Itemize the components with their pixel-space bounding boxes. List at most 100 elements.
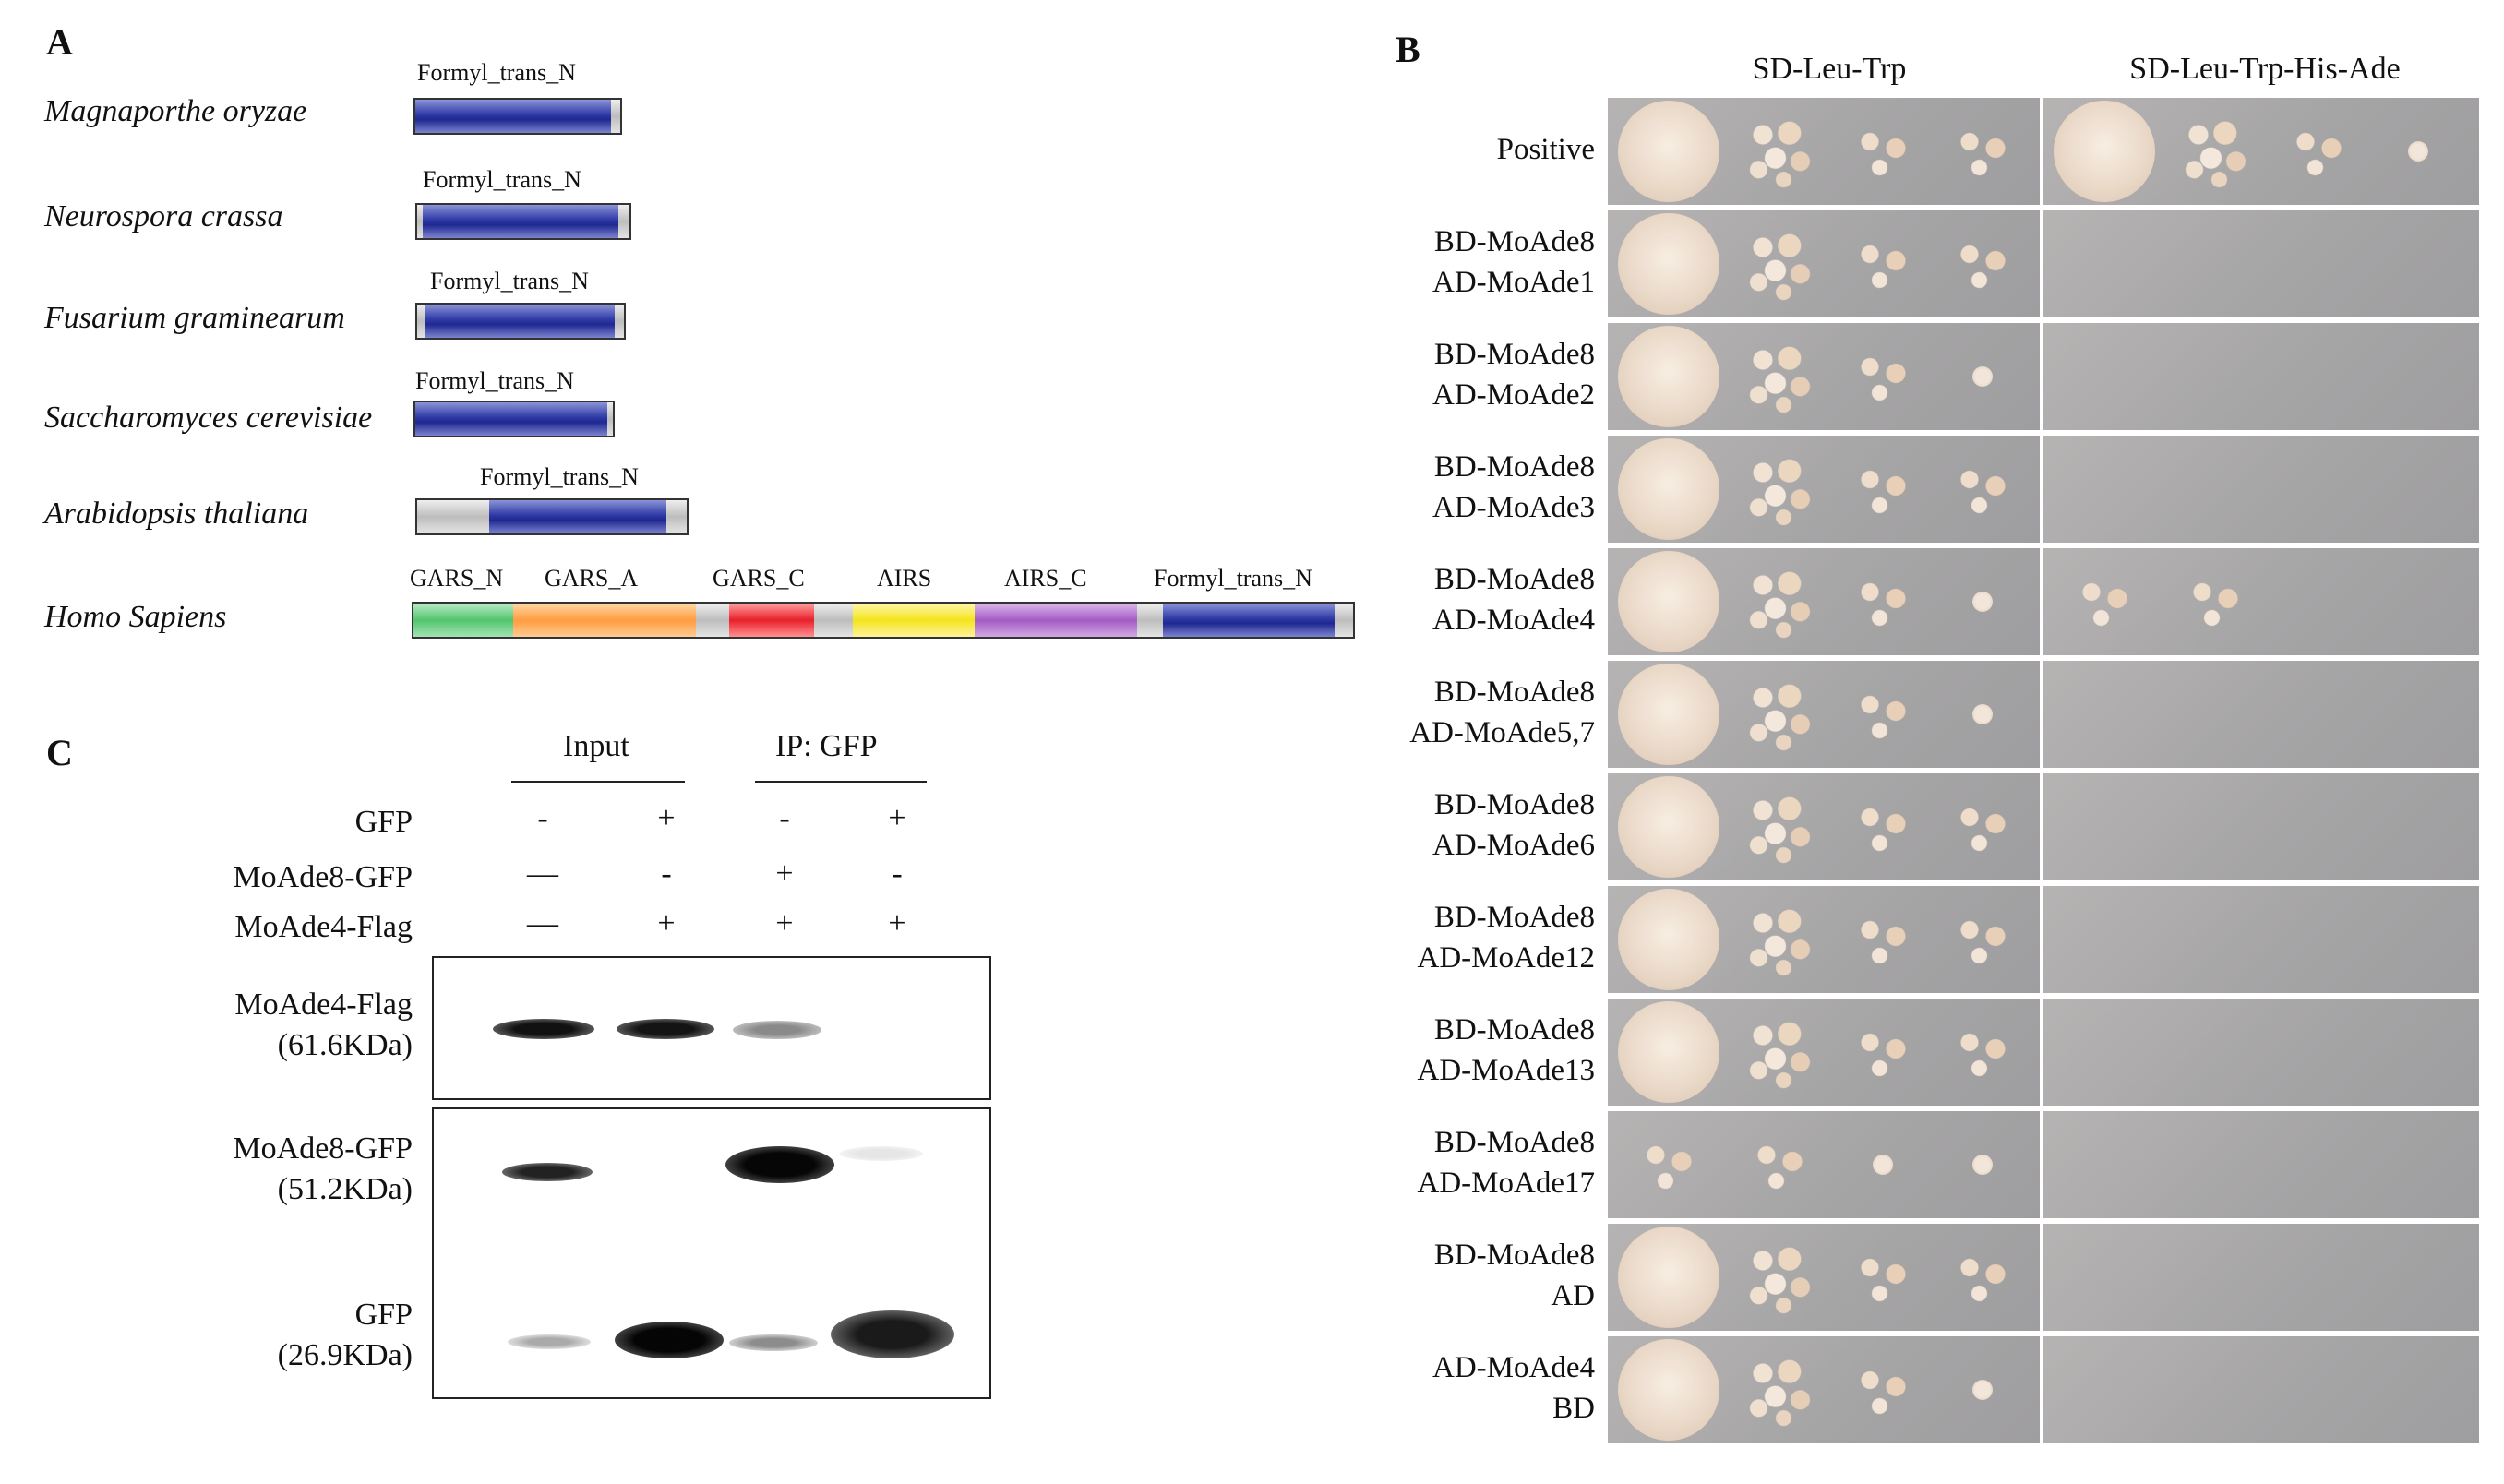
yeast-colony <box>1747 1132 1812 1197</box>
plate-sd-leu-trp <box>1608 323 2040 430</box>
yeast-colony <box>1618 776 1719 878</box>
protein-bar-arabidopsis <box>415 498 689 535</box>
plate-sd-leu-trp <box>1608 1111 2040 1218</box>
yeast-colony <box>1636 1132 1701 1197</box>
yeast-colony <box>1950 119 2015 184</box>
species-name: Neurospora crassa <box>44 199 283 233</box>
yeast-colony <box>1618 101 1719 202</box>
sign: + <box>888 801 906 835</box>
group-underline-ip-gfp <box>755 781 927 783</box>
sign: - <box>892 856 903 891</box>
blot-label-gfp: GFP <box>354 1298 413 1332</box>
yeast-colony <box>1618 213 1719 315</box>
linker-segment <box>1137 604 1163 637</box>
strain-label-line2: AD <box>1551 1279 1595 1312</box>
strain-label-line1: BD-MoAde8 <box>1433 338 1595 371</box>
strain-label-line1: BD-MoAde8 <box>1433 676 1595 709</box>
domain-label: Formyl_trans_N <box>480 463 639 490</box>
linker-segment <box>696 604 729 637</box>
plate-sd-leu-trp-his-ade <box>2043 548 2479 655</box>
strain-label-line1: BD-MoAde8 <box>1433 1239 1595 1272</box>
yeast-colony <box>1972 1380 1993 1400</box>
yeast-colony <box>1972 366 1993 387</box>
plate-sd-leu-trp <box>1608 436 2040 543</box>
yeast-colony <box>1851 232 1915 296</box>
domain-gars-n <box>413 604 513 637</box>
plate-sd-leu-trp <box>1608 999 2040 1106</box>
yeast-colony <box>2286 119 2351 184</box>
yeast-colony <box>1618 889 1719 990</box>
domain-label-gars-n: GARS_N <box>410 565 504 592</box>
yeast-colony <box>1851 795 1915 859</box>
yeast-colony <box>1618 551 1719 652</box>
linker-segment <box>417 305 425 338</box>
sign: + <box>657 801 676 835</box>
linker-segment <box>611 100 620 133</box>
plate-sd-leu-trp-his-ade <box>2043 210 2479 317</box>
sign: - <box>537 801 548 835</box>
yeast-colony <box>1738 560 1821 643</box>
yeast-colony <box>1950 795 2015 859</box>
blot-label-moade4-flag: MoAde4-Flag <box>234 987 413 1022</box>
plate-sd-leu-trp <box>1608 548 2040 655</box>
strain-label-line2: AD-MoAde2 <box>1432 378 1595 412</box>
group-underline-input <box>511 781 685 783</box>
condition-label-moade8-gfp: MoAde8-GFP <box>233 860 413 894</box>
yeast-colony <box>1972 592 1993 612</box>
band <box>733 1021 821 1039</box>
plate-sd-leu-trp-his-ade <box>2043 1224 2479 1331</box>
strain-label-line1: BD-MoAde8 <box>1433 225 1595 258</box>
yeast-colony <box>1738 335 1821 418</box>
blot-moade8-gfp-and-gfp <box>432 1107 991 1399</box>
yeast-colony <box>1851 682 1915 747</box>
sign: — <box>527 856 558 891</box>
strain-label-line2: AD-MoAde3 <box>1432 491 1595 524</box>
band <box>729 1334 818 1351</box>
domain-label-formyl-trans-n: Formyl_trans_N <box>1154 565 1312 592</box>
plate-sd-leu-trp <box>1608 773 2040 880</box>
panel-a-letter: A <box>46 21 73 63</box>
yeast-colony <box>1851 457 1915 521</box>
blot-label-moade8-gfp: MoAde8-GFP <box>233 1131 413 1166</box>
strain-label-line1: BD-MoAde8 <box>1433 1013 1595 1047</box>
strain-label-line2: AD-MoAde4 <box>1432 604 1595 637</box>
plate-sd-leu-trp-his-ade <box>2043 1111 2479 1218</box>
sign: + <box>888 906 906 940</box>
yeast-colony <box>1738 1236 1821 1319</box>
linker-segment <box>607 402 613 436</box>
strain-label-line1: BD-MoAde8 <box>1433 563 1595 596</box>
domain-airs-c <box>975 604 1137 637</box>
strain-label-line2: AD-MoAde1 <box>1432 266 1595 299</box>
plate-sd-leu-trp-his-ade <box>2043 999 2479 1106</box>
domain-gars-a <box>513 604 696 637</box>
band <box>502 1163 593 1181</box>
yeast-colony <box>1618 1339 1719 1441</box>
yeast-colony <box>1738 1011 1821 1094</box>
plate-sd-leu-trp <box>1608 886 2040 993</box>
species-name: Arabidopsis thaliana <box>44 497 309 531</box>
domain-label: Formyl_trans_N <box>417 59 576 86</box>
yeast-colony <box>1618 1227 1719 1328</box>
plate-sd-leu-trp-his-ade <box>2043 98 2479 205</box>
yeast-colony <box>1972 704 1993 724</box>
strain-label: Positive <box>1497 129 1595 170</box>
domain-formyl-trans-n <box>1163 604 1335 637</box>
linker-segment <box>618 205 629 238</box>
species-name: Fusarium graminearum <box>44 301 345 335</box>
band <box>831 1310 954 1358</box>
yeast-colony <box>1618 1001 1719 1103</box>
domain-airs <box>853 604 975 637</box>
band <box>840 1146 923 1161</box>
protein-bar-fusarium <box>415 303 626 340</box>
yeast-colony <box>1738 110 1821 193</box>
yeast-colony <box>1851 907 1915 972</box>
yeast-colony <box>1873 1155 1893 1175</box>
strain-label-line2: AD-MoAde5,7 <box>1409 716 1595 749</box>
